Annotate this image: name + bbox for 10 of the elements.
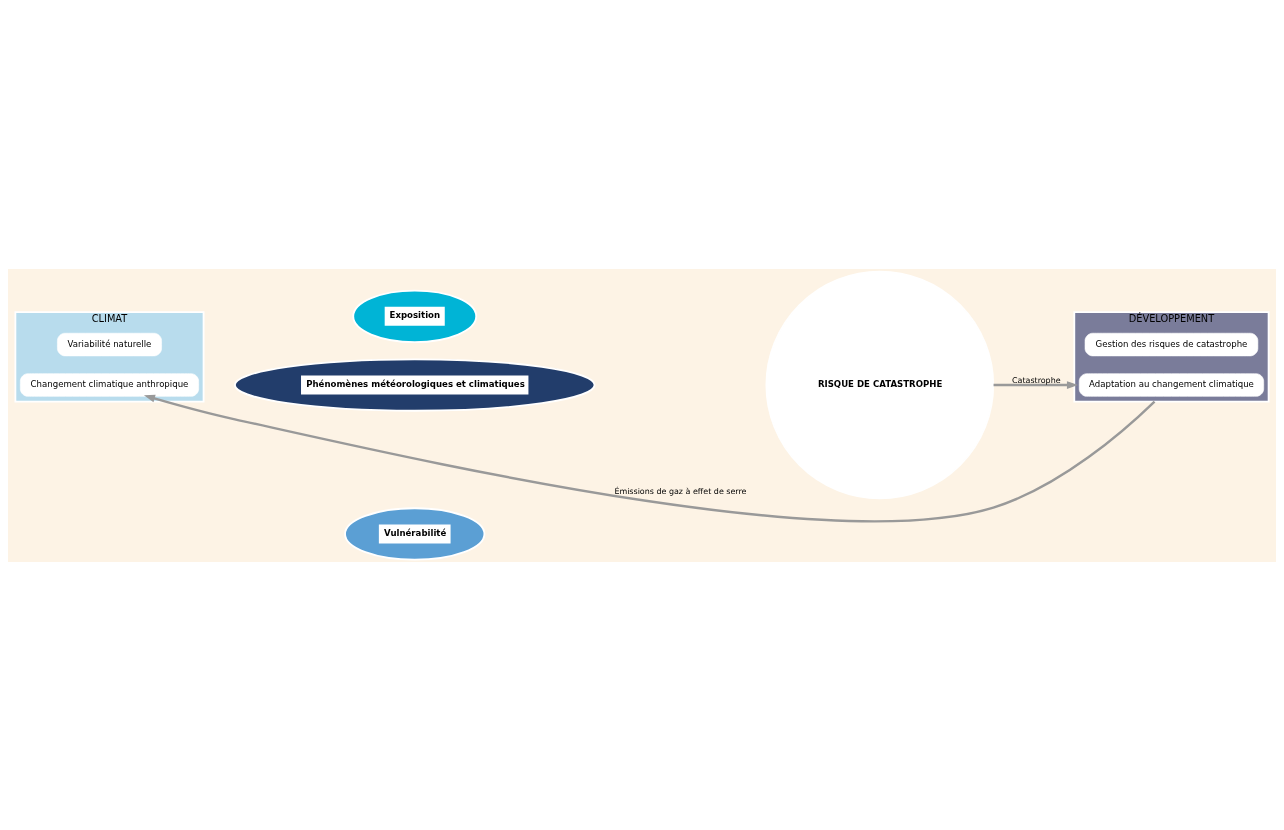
node-ellipse: Phénomènes météorologiques et climatiques: [233, 357, 596, 412]
node-box: Changement climatique anthropique: [20, 372, 199, 397]
node-box: Adaptation au changement climatique: [1078, 372, 1264, 397]
arrow: [993, 380, 1078, 389]
arrow: [143, 394, 1156, 522]
node-box: Gestion des risques de catastrophe: [1084, 332, 1259, 356]
node-circle: RISQUE DE CATASTROPHE: [765, 270, 995, 499]
node-ellipse: Exposition: [352, 289, 478, 343]
node-ellipse: Vulnérabilité: [344, 506, 486, 561]
node-box: Variabilité naturelle: [57, 332, 162, 356]
